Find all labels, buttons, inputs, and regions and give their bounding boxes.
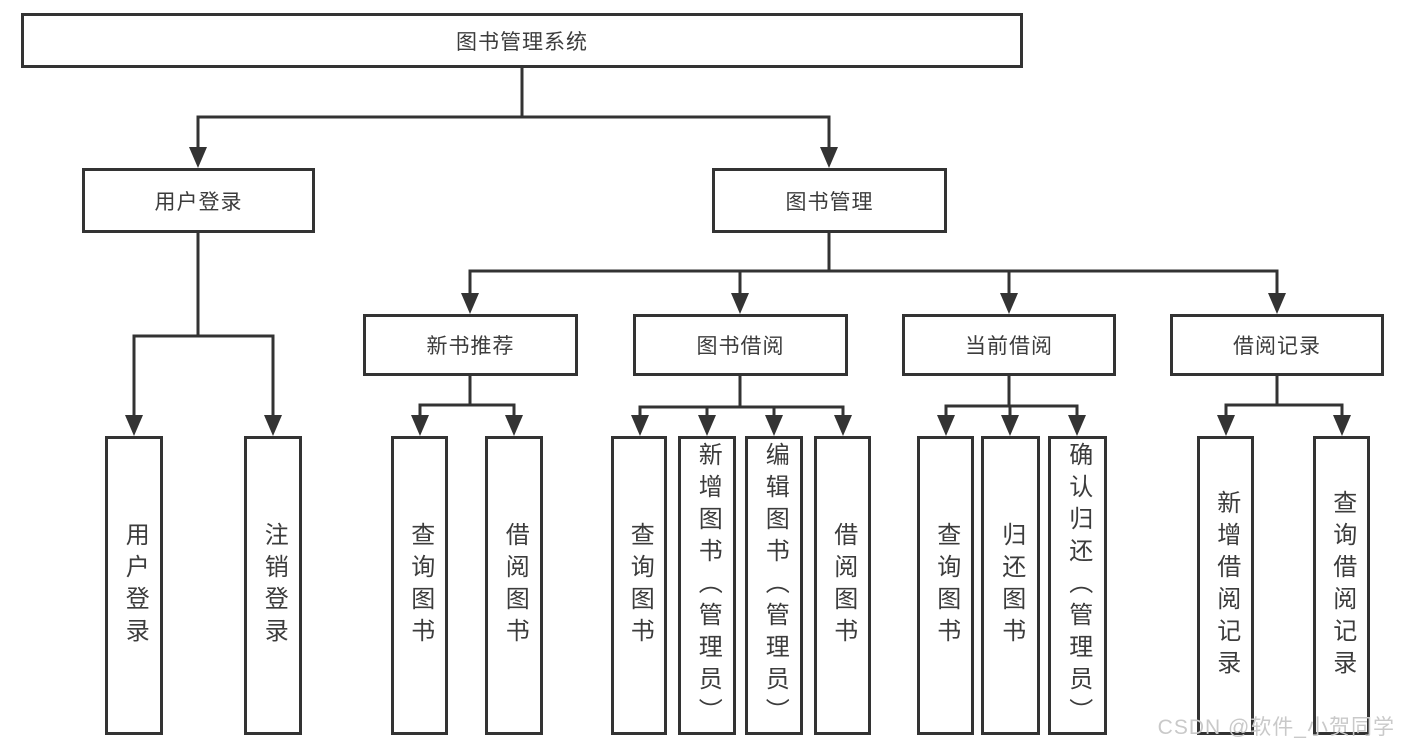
node-label: 借阅图书 bbox=[829, 521, 857, 650]
node-label: 借阅记录 bbox=[1233, 335, 1321, 358]
node-label: 用户登录 bbox=[121, 521, 149, 650]
arrowhead-down-icon bbox=[834, 415, 852, 436]
node-leaf-records-query-record: 查询借阅记录 bbox=[1313, 436, 1370, 735]
node-label: 新增借阅记录 bbox=[1212, 489, 1240, 682]
node-label: 查询图书 bbox=[626, 521, 654, 650]
arrowhead-down-icon bbox=[1068, 415, 1086, 436]
arrowhead-down-icon bbox=[631, 415, 649, 436]
node-system: 图书管理系统 bbox=[21, 13, 1023, 68]
node-leaf-records-add-record: 新增借阅记录 bbox=[1197, 436, 1254, 735]
node-leaf-borrowing-query-books: 查询图书 bbox=[611, 436, 667, 735]
arrowhead-down-icon bbox=[1217, 415, 1235, 436]
node-label: 新书推荐 bbox=[426, 335, 515, 358]
watermark: CSDN @软件_小贺同学 bbox=[1157, 716, 1395, 739]
arrowhead-down-icon bbox=[461, 293, 479, 314]
arrowhead-down-icon bbox=[765, 415, 783, 436]
node-label: 查询图书 bbox=[932, 521, 960, 650]
node-leaf-current-return-books: 归还图书 bbox=[981, 436, 1040, 735]
node-label: 借阅图书 bbox=[501, 521, 529, 650]
node-label: 当前借阅 bbox=[965, 335, 1053, 358]
arrowhead-down-icon bbox=[1333, 415, 1351, 436]
arrowhead-down-icon bbox=[125, 415, 143, 436]
node-label: 归还图书 bbox=[997, 521, 1025, 650]
node-leaf-borrowing-edit-books: 编辑图书（管理员） bbox=[745, 436, 803, 735]
node-label: 图书管理 bbox=[785, 190, 874, 214]
arrowhead-down-icon bbox=[731, 293, 749, 314]
node-leaf-logout: 注销登录 bbox=[244, 436, 302, 735]
arrowhead-down-icon bbox=[698, 415, 716, 436]
node-label: 查询图书 bbox=[406, 521, 434, 650]
node-book-management: 图书管理 bbox=[712, 168, 947, 233]
node-label: 图书管理系统 bbox=[456, 30, 588, 54]
node-label: 确认归还（管理员） bbox=[1064, 441, 1092, 730]
arrowhead-down-icon bbox=[264, 415, 282, 436]
node-label: 编辑图书（管理员） bbox=[761, 441, 789, 730]
arrowhead-down-icon bbox=[1001, 415, 1019, 436]
node-current-borrowing: 当前借阅 bbox=[902, 314, 1116, 376]
node-user-login: 用户登录 bbox=[82, 168, 315, 233]
node-label: 注销登录 bbox=[260, 521, 288, 650]
arrowhead-down-icon bbox=[1000, 293, 1018, 314]
node-leaf-current-confirm-return: 确认归还（管理员） bbox=[1048, 436, 1107, 735]
arrowhead-down-icon bbox=[411, 415, 429, 436]
node-label: 新增图书（管理员） bbox=[694, 441, 722, 730]
node-leaf-current-query-books: 查询图书 bbox=[917, 436, 974, 735]
node-leaf-recommend-query-books: 查询图书 bbox=[391, 436, 448, 735]
node-label: 图书借阅 bbox=[696, 335, 785, 358]
arrowhead-down-icon bbox=[937, 415, 955, 436]
arrowhead-down-icon bbox=[820, 147, 838, 168]
arrowhead-down-icon bbox=[1268, 293, 1286, 314]
arrowhead-down-icon bbox=[505, 415, 523, 436]
arrowhead-down-icon bbox=[189, 147, 207, 168]
node-leaf-borrowing-borrow-books: 借阅图书 bbox=[814, 436, 871, 735]
node-new-book-recommend: 新书推荐 bbox=[363, 314, 578, 376]
node-leaf-user-login: 用户登录 bbox=[105, 436, 163, 735]
node-label: 用户登录 bbox=[154, 190, 243, 214]
node-leaf-recommend-borrow-books: 借阅图书 bbox=[485, 436, 543, 735]
node-book-borrowing: 图书借阅 bbox=[633, 314, 848, 376]
node-label: 查询借阅记录 bbox=[1328, 489, 1356, 682]
node-leaf-borrowing-add-books: 新增图书（管理员） bbox=[678, 436, 736, 735]
node-borrowing-records: 借阅记录 bbox=[1170, 314, 1384, 376]
